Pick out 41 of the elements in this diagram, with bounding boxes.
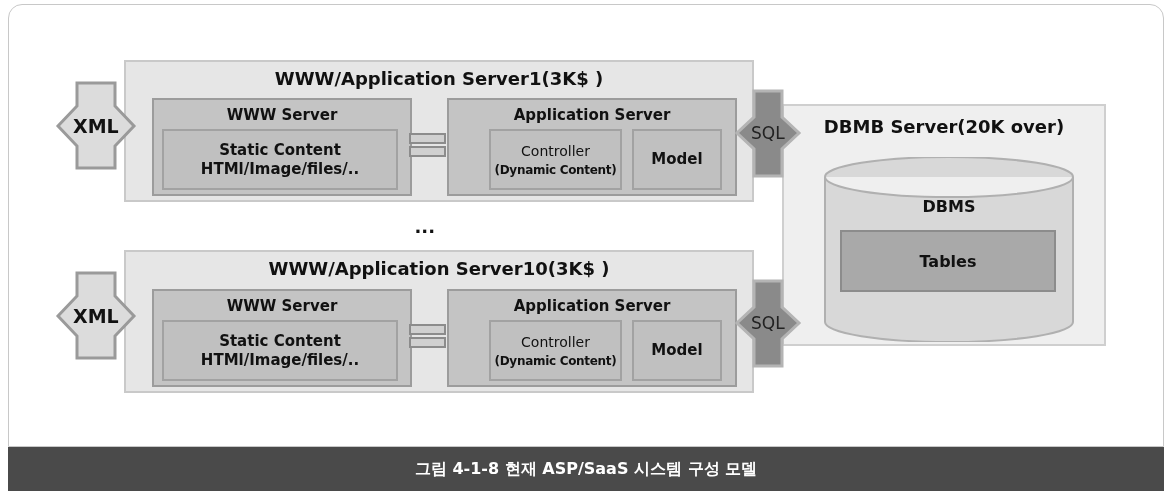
server-panel <box>447 98 737 196</box>
server-box <box>124 60 754 202</box>
box-label: Model <box>650 340 704 361</box>
double-arrow <box>55 81 137 170</box>
figure-caption: 그림 4-1-8 현재 ASP/SaaS 시스템 구성 모델 <box>8 447 1164 491</box>
box-title: Application Server <box>512 297 672 315</box>
controller-label: Controller (Dynamic Content) <box>493 141 618 178</box>
box-title: WWW/Application Server10(3K$ ) <box>267 258 611 279</box>
content-box <box>162 320 398 381</box>
table-box <box>840 230 1056 292</box>
controller-label: Controller (Dynamic Content) <box>493 332 618 369</box>
box-label: Static Content HTMl/Image/files/.. <box>199 140 361 179</box>
edge-label: SQL <box>751 123 785 143</box>
edge-label: XML <box>73 305 119 327</box>
double-arrow <box>734 89 802 178</box>
double-arrow <box>55 271 137 360</box>
server-panel <box>152 289 412 387</box>
box-title: WWW Server <box>225 106 339 124</box>
content-box <box>162 129 398 190</box>
box-label: Tables <box>918 251 978 271</box>
double-arrow <box>734 279 802 368</box>
edge-label: SQL <box>751 313 785 333</box>
box-title: WWW/Application Server1(3K$ ) <box>273 68 605 89</box>
server-panel <box>152 98 412 196</box>
box-title: WWW Server <box>225 297 339 315</box>
box-label: Model <box>650 149 704 170</box>
controller-box <box>489 320 622 381</box>
content-box <box>632 129 722 190</box>
database-cylinder <box>824 157 1074 342</box>
ellipsis-text: ... <box>414 215 435 237</box>
box-label: Static Content HTMl/Image/files/.. <box>199 331 361 370</box>
controller-box <box>489 129 622 190</box>
edge-label: XML <box>73 115 119 137</box>
box-title: DBMS <box>921 197 977 216</box>
content-box <box>632 320 722 381</box>
box-title: DBMB Server(20K over) <box>822 116 1066 137</box>
server-box <box>124 250 754 393</box>
link-connector <box>409 133 446 157</box>
server-panel <box>447 289 737 387</box>
link-connector <box>409 324 446 348</box>
box-title: Application Server <box>512 106 672 124</box>
